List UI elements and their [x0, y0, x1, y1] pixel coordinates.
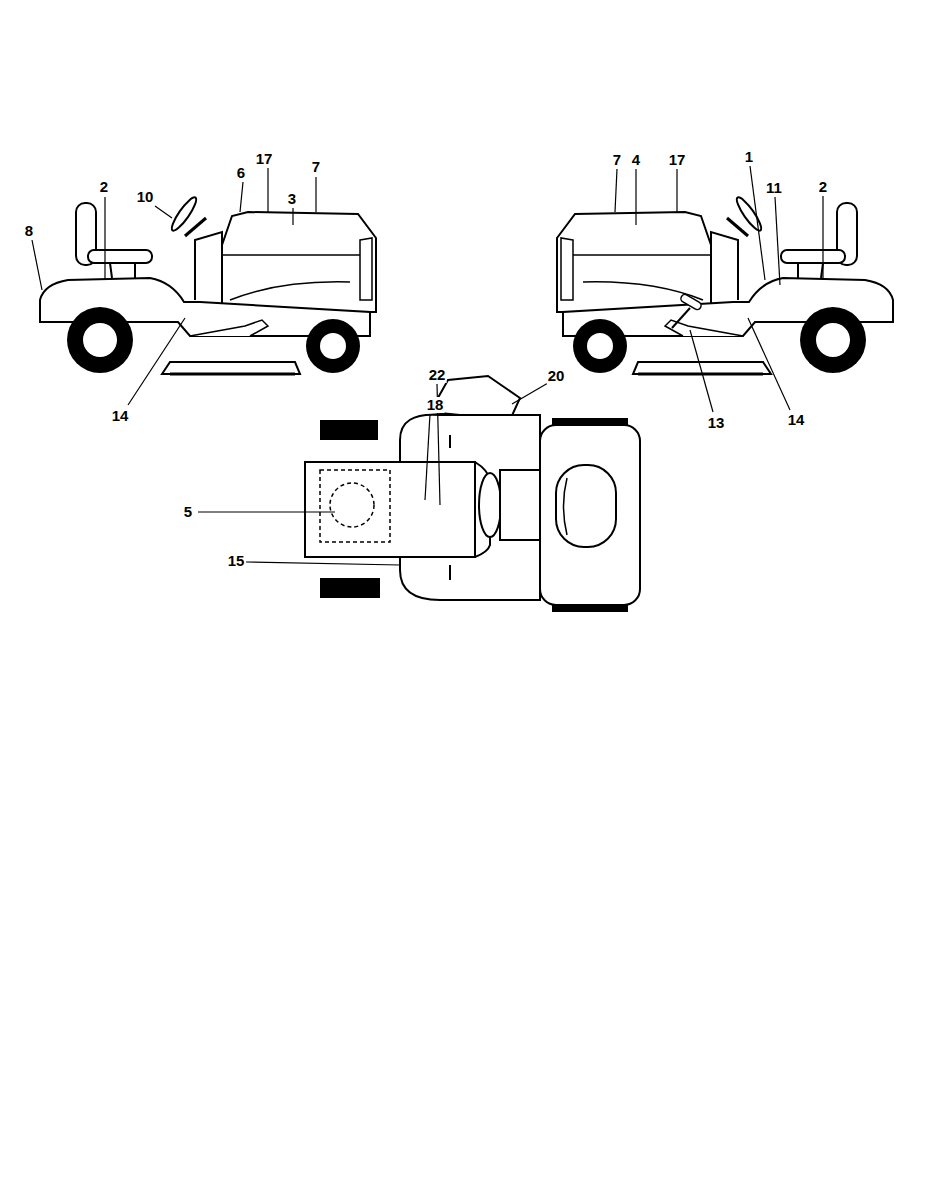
callout-number: 14	[787, 412, 806, 428]
callout-number: 2	[818, 179, 828, 195]
callout-number: 5	[183, 504, 193, 520]
callout-number: 15	[227, 553, 246, 569]
callout-number: 2	[99, 179, 109, 195]
callout-number: 17	[668, 152, 687, 168]
callout-number: 11	[765, 180, 783, 196]
callout-number: 22	[428, 367, 447, 383]
callout-number: 4	[631, 152, 641, 168]
callout-number: 13	[707, 415, 726, 431]
callout-number: 17	[255, 151, 274, 167]
callout-number: 10	[136, 189, 155, 205]
callout-number: 20	[547, 368, 566, 384]
callout-number: 7	[311, 159, 321, 175]
callout-number: 8	[24, 223, 34, 239]
callout-number: 3	[287, 191, 297, 207]
callout-number: 6	[236, 165, 246, 181]
callout-number: 1	[744, 149, 754, 165]
callout-number: 14	[111, 408, 130, 424]
callout-number: 7	[612, 152, 622, 168]
callout-number: 18	[426, 397, 445, 413]
